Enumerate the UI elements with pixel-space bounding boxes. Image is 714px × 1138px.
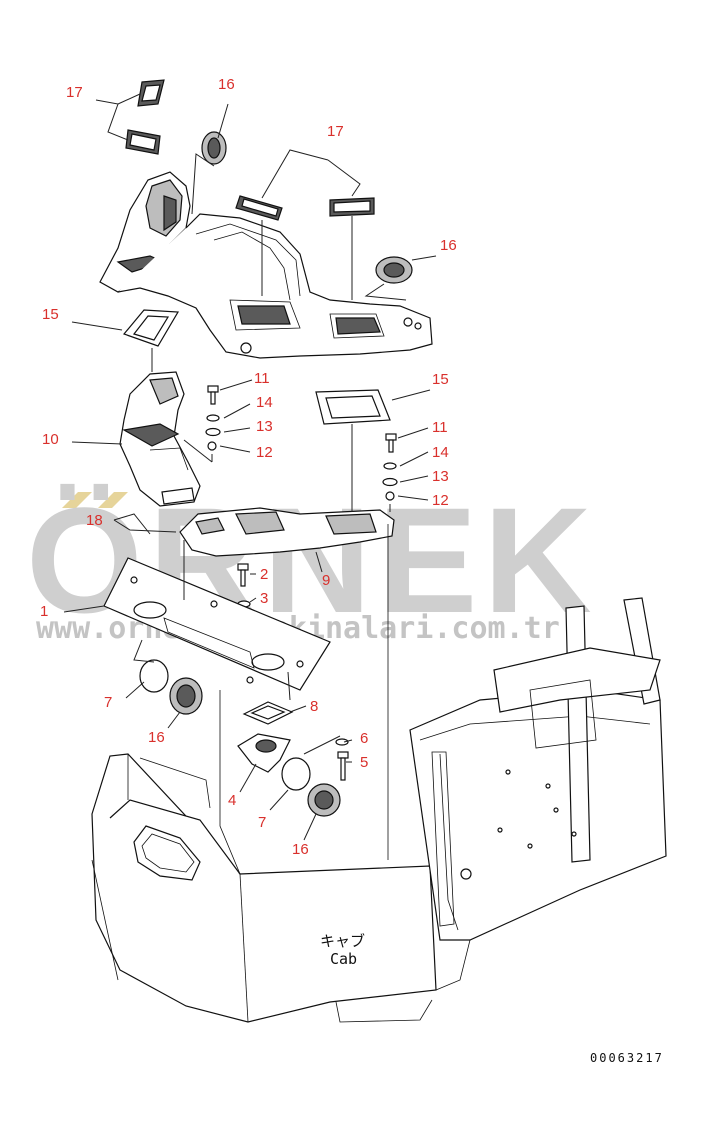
callout-10: 10 xyxy=(42,431,59,448)
callout-11: 11 xyxy=(254,370,270,387)
callout-7: 7 xyxy=(258,814,266,831)
leader-lines xyxy=(63,93,437,841)
callout-3: 3 xyxy=(260,590,268,607)
callout-16: 16 xyxy=(148,729,165,746)
watermark-logo-mark xyxy=(98,492,128,508)
callout-16: 16 xyxy=(292,841,309,858)
callout-9: 9 xyxy=(322,572,330,589)
callout-12: 12 xyxy=(432,492,449,509)
callouts: 17 16 17 16 15 11 15 14 13 10 11 12 14 1… xyxy=(40,76,457,858)
watermark-logo-mark xyxy=(62,492,92,508)
callout-16: 16 xyxy=(440,237,457,254)
callout-16: 16 xyxy=(218,76,235,93)
cab-label-en: Cab xyxy=(330,950,357,968)
upper-duct-assembly xyxy=(99,171,433,359)
figure-number: 00063217 xyxy=(590,1051,664,1065)
callout-17: 17 xyxy=(327,123,344,140)
callout-8: 8 xyxy=(310,698,318,715)
watermark-brand: ÖRNEK xyxy=(26,476,598,644)
gasket-15 xyxy=(122,309,391,425)
callout-11: 11 xyxy=(432,419,448,436)
callout-13: 13 xyxy=(256,418,273,435)
callout-17: 17 xyxy=(66,84,83,101)
callout-7: 7 xyxy=(104,694,112,711)
callout-13: 13 xyxy=(432,468,449,485)
elbow-duct-10 xyxy=(119,371,201,507)
vent-grille-17 xyxy=(125,79,375,221)
callout-1: 1 xyxy=(40,603,48,620)
plate-1 xyxy=(103,557,331,691)
cab-label: キャブ Cab xyxy=(320,932,365,968)
round-vent-16 xyxy=(169,131,413,817)
misc-parts xyxy=(139,659,311,791)
cab-label-jp: キャブ xyxy=(320,932,365,950)
callout-15: 15 xyxy=(432,371,449,388)
callout-4: 4 xyxy=(228,792,236,809)
callout-14: 14 xyxy=(432,444,449,461)
callout-2: 2 xyxy=(260,566,268,583)
callout-12: 12 xyxy=(256,444,273,461)
callout-5: 5 xyxy=(360,754,368,771)
lower-duct-9 xyxy=(179,507,395,557)
cab-body xyxy=(91,524,667,1023)
callout-14: 14 xyxy=(256,394,273,411)
callout-15: 15 xyxy=(42,306,59,323)
watermark: ÖRNEK www.orneksismakinalari.com.tr xyxy=(26,476,598,646)
callout-6: 6 xyxy=(360,730,368,747)
callout-18: 18 xyxy=(86,512,103,529)
